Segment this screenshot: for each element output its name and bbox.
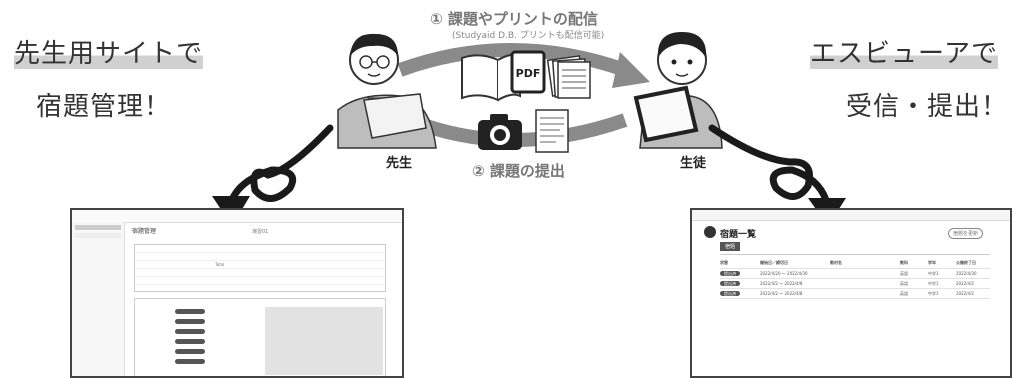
- student-label: 生徒: [680, 156, 707, 171]
- worksheet-icon: [535, 109, 569, 153]
- row-dates: 2022/4/2 ～ 2022/4/8: [760, 290, 803, 296]
- row-subject: 英語: [900, 290, 908, 296]
- document-stack-icon: [546, 55, 591, 99]
- table-row[interactable]: 提出済 2022/4/2 ～ 2022/4/8 英語 中学1 2022/4/2: [720, 278, 990, 288]
- row-end: 2022/4/2: [956, 291, 974, 296]
- status-pill[interactable]: [175, 359, 205, 364]
- teacher-summary-table: Total: [134, 244, 386, 292]
- summary-total-label: Total: [215, 262, 225, 267]
- row-dates: 2022/4/20 ～ 2022/4/30: [760, 270, 808, 276]
- step1-note: (Studyaid D.B. プリントも配信可能): [452, 31, 605, 41]
- teacher-topbar: [72, 210, 402, 223]
- student-screen-title: 宿題一覧: [720, 230, 757, 240]
- col-status: 状態: [720, 260, 728, 265]
- table-row[interactable]: 提出済 2022/4/20 ～ 2022/4/30 英語 中学1 2022/4/…: [720, 268, 990, 278]
- tab-homework[interactable]: 宿題: [720, 242, 741, 251]
- divider: [720, 254, 990, 255]
- top-cycle-arrow: [397, 43, 650, 88]
- table-row[interactable]: 提出済 2022/4/2 ～ 2022/4/8 英語 中学1 2022/4/2: [720, 288, 990, 299]
- row-end: 2022/4/30: [956, 271, 977, 276]
- row-end: 2022/4/2: [956, 281, 974, 286]
- teacher-sidebar: [72, 222, 125, 376]
- step1-label: ① 課題やプリントの配信: [430, 10, 598, 28]
- status-pill[interactable]: [175, 339, 205, 344]
- student-topbar: [692, 210, 1010, 221]
- teacher-screenshot: 宿題管理 演習01 Total: [70, 208, 404, 378]
- step2-label: ② 課題の提出: [472, 162, 565, 180]
- row-grade: 中学1: [928, 280, 939, 286]
- status-pill[interactable]: [175, 349, 205, 354]
- row-grade: 中学1: [928, 270, 939, 276]
- pdf-label: PDF: [516, 67, 541, 80]
- sidebar-item[interactable]: [75, 233, 121, 238]
- right-caption-line1: エスビューアで: [810, 39, 998, 69]
- teacher-screen-title: 宿題管理: [132, 228, 157, 235]
- grid-area: [265, 307, 383, 375]
- refresh-button[interactable]: 宿題を更新: [948, 228, 984, 239]
- row-status: 提出済: [720, 280, 740, 286]
- teacher-student-table: [134, 298, 386, 376]
- teacher-figure: [337, 33, 437, 149]
- status-pill[interactable]: [175, 319, 205, 324]
- left-caption-line1: 先生用サイトで: [14, 39, 204, 69]
- teacher-label: 先生: [386, 156, 413, 171]
- camera-icon: [478, 114, 522, 150]
- teacher-screen-subtitle: 演習01: [252, 229, 269, 235]
- student-table-header: 状態 開始日／締切日 教材名 教科 学年 公開終了日: [720, 260, 990, 266]
- row-status: 提出済: [720, 270, 740, 276]
- pdf-icon: PDF: [510, 50, 546, 94]
- row-subject: 英語: [900, 270, 908, 276]
- col-end: 公開終了日: [956, 260, 976, 265]
- sidebar-item[interactable]: [75, 225, 121, 230]
- right-caption-line2: 受信・提出！: [846, 92, 1009, 122]
- row-subject: 英語: [900, 280, 908, 286]
- left-caption-line2: 宿題管理！: [36, 92, 172, 122]
- row-dates: 2022/4/2 ～ 2022/4/8: [760, 280, 803, 286]
- col-title: 教材名: [830, 260, 842, 265]
- status-pill[interactable]: [175, 329, 205, 334]
- app-logo-icon: [704, 226, 716, 238]
- row-grade: 中学1: [928, 290, 939, 296]
- col-dates: 開始日／締切日: [760, 260, 788, 265]
- student-screenshot: 宿題一覧 宿題を更新 宿題 状態 開始日／締切日 教材名 教科 学年 公開終了日…: [690, 208, 1012, 378]
- col-grade: 学年: [928, 260, 936, 265]
- student-figure: [633, 32, 723, 149]
- row-status: 提出済: [720, 290, 740, 296]
- status-pill[interactable]: [175, 309, 205, 314]
- col-subject: 教科: [900, 260, 908, 265]
